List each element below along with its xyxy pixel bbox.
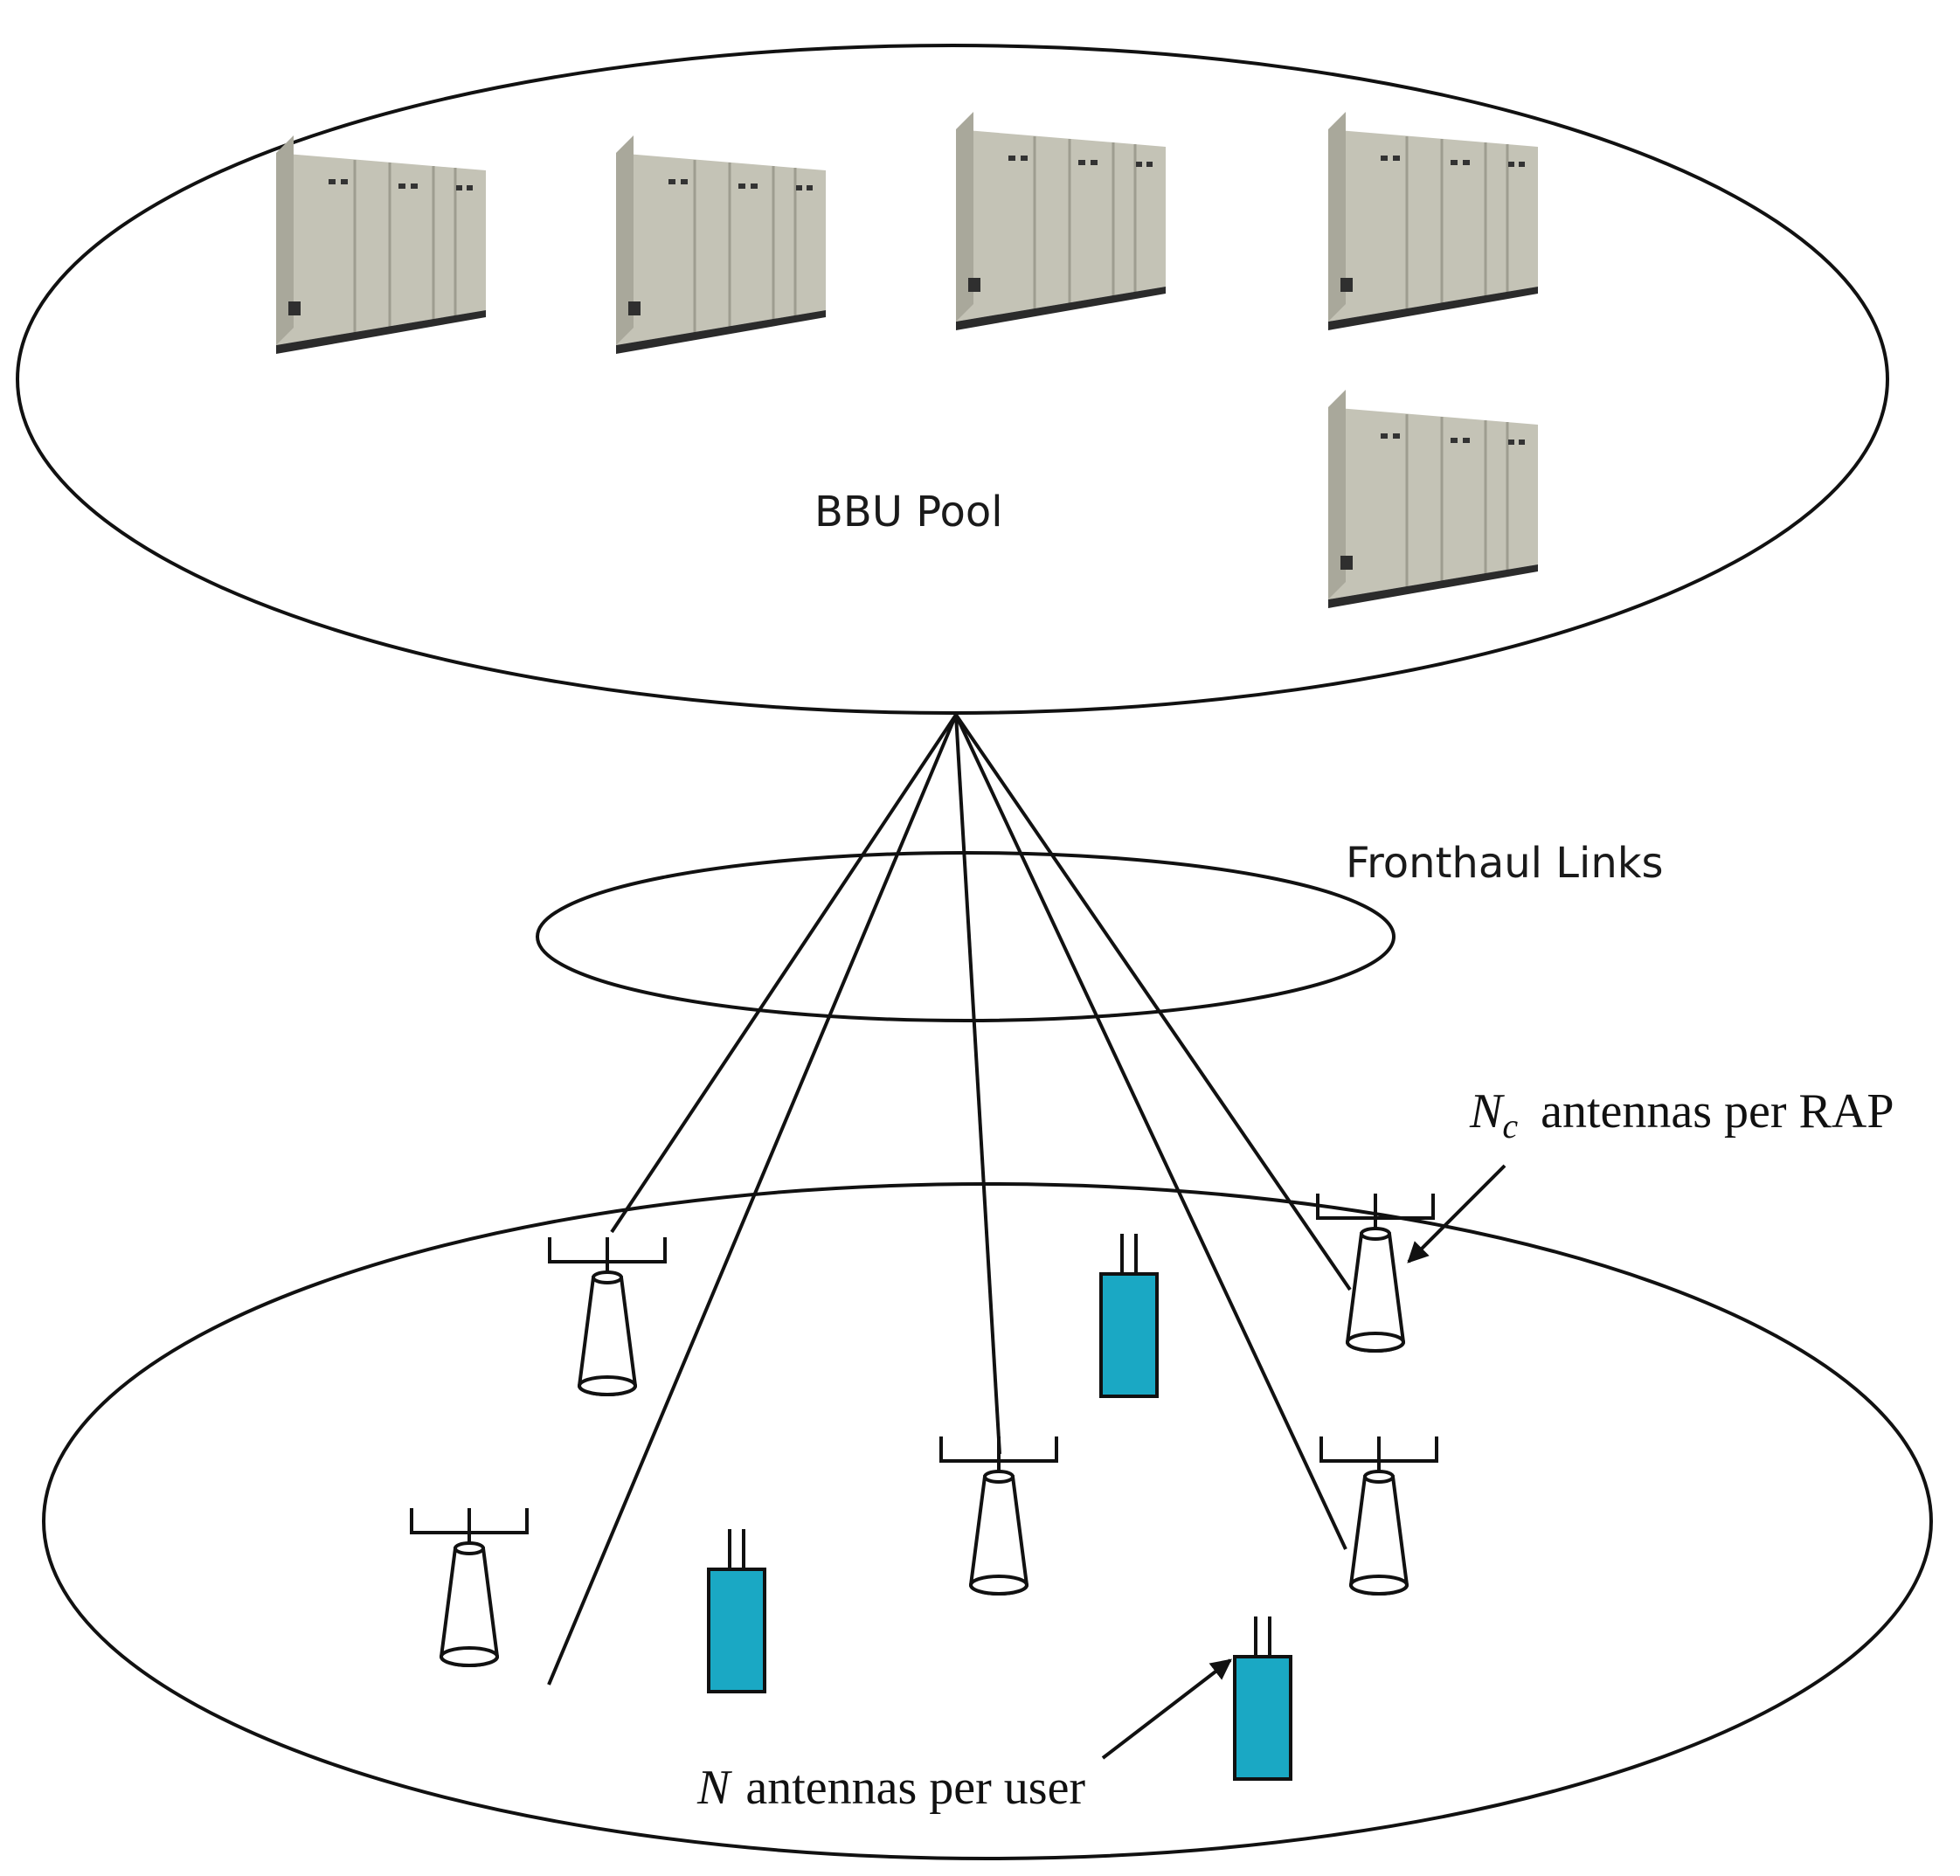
rap-antennas-label: Nc antennas per RAP	[1469, 1084, 1894, 1146]
rap-antenna-icon	[548, 1236, 667, 1396]
rap-antenna-icon	[1316, 1192, 1435, 1353]
fronthaul-links	[547, 713, 1352, 1686]
user-antennas-var: N	[696, 1761, 732, 1815]
fronthaul-links-label: Fronthaul Links	[1346, 839, 1664, 888]
user-device-icon	[1233, 1615, 1292, 1781]
user-annotation-arrow	[1101, 1658, 1232, 1760]
server-cabinet-icon	[1326, 110, 1540, 332]
fronthaul-link	[954, 714, 1001, 1455]
bbu-pool-boundary	[16, 44, 1889, 715]
rap-antenna-icon	[410, 1506, 529, 1667]
bbu-pool-label: BBU Pool	[814, 488, 1003, 536]
fronthaul-link	[547, 714, 958, 1686]
rap-annotation-arrow	[1407, 1164, 1506, 1263]
server-cabinet-icon	[954, 110, 1167, 332]
fronthaul-link	[610, 713, 958, 1234]
rap-antennas-text: antennas per RAP	[1541, 1084, 1894, 1139]
fronthaul-link	[954, 713, 1352, 1291]
user-device-icon	[707, 1527, 766, 1693]
rap-coverage-boundary	[42, 1182, 1933, 1860]
server-cabinet-icon	[1326, 388, 1540, 610]
rap-antenna-icon	[1319, 1435, 1438, 1596]
user-device-icon	[1099, 1232, 1159, 1398]
server-cabinet-icon	[614, 134, 828, 356]
rap-antenna-icon	[939, 1435, 1058, 1596]
rap-antennas-sub: c	[1502, 1106, 1518, 1146]
server-cabinet-icon	[274, 134, 488, 356]
rap-antennas-var: N	[1469, 1084, 1505, 1139]
fronthaul-link	[954, 714, 1347, 1550]
user-antennas-text: antennas per user	[745, 1761, 1085, 1815]
